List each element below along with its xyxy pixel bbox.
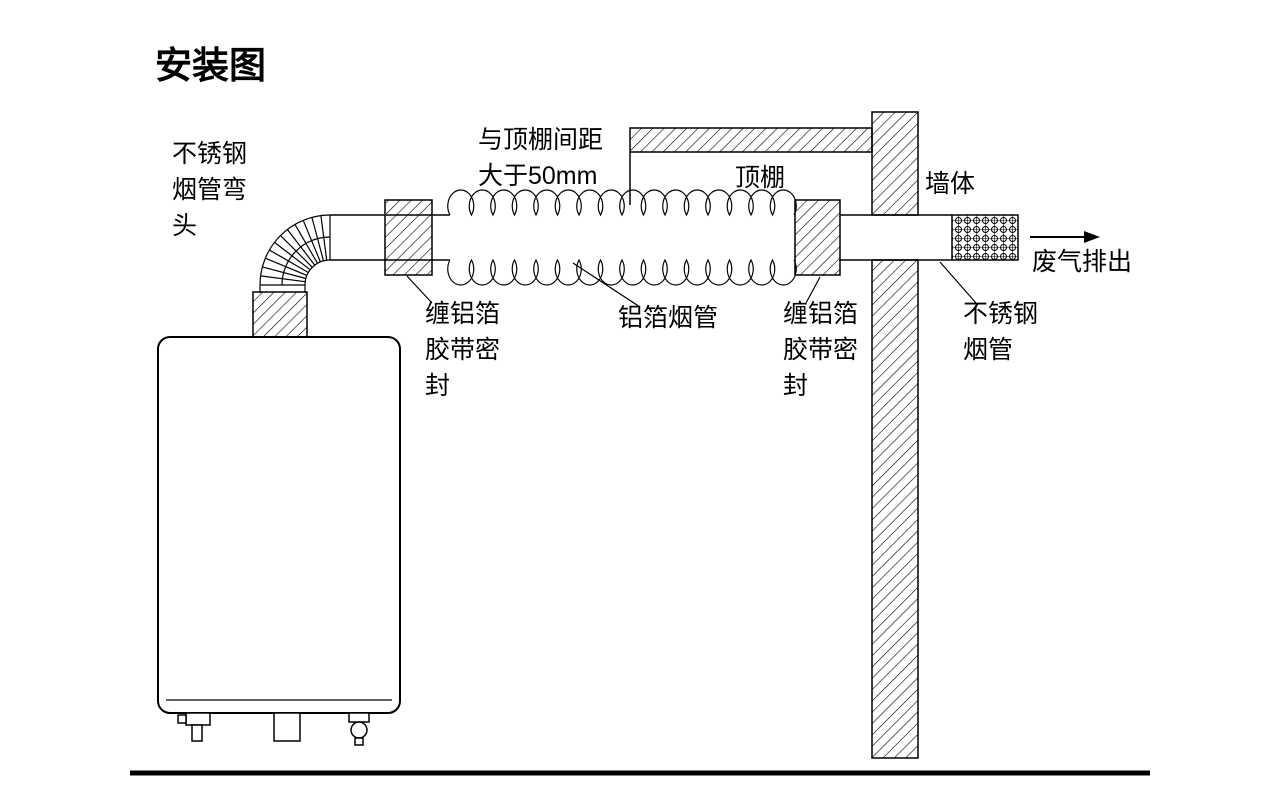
leader-tape-left (406, 275, 433, 304)
page-title: 安装图 (155, 45, 266, 86)
label-foil-pipe: 铝箔烟管 (618, 304, 718, 332)
stainless-elbow (259, 214, 331, 293)
label-elbow-line3: 头 (172, 212, 197, 240)
leader-steel-pipe (939, 261, 977, 304)
label-tape-right-line1: 缠铝箔 (783, 300, 858, 328)
label-tape-right-line3: 封 (783, 372, 808, 400)
heater-valve-left (177, 712, 211, 742)
ceiling-structure (629, 127, 873, 205)
label-tape-left-line1: 缠铝箔 (425, 300, 500, 328)
label-tape-left-line3: 封 (425, 372, 450, 400)
label-ceiling-gap-line1: 与顶棚间距 (478, 126, 603, 154)
label-elbow-line1: 不锈钢 (172, 140, 247, 168)
heater-valve-right (348, 712, 370, 746)
label-tape-right-line2: 胶带密 (783, 336, 858, 364)
leader-foil-pipe (572, 262, 641, 308)
foil-tape-wrap-right (794, 199, 841, 276)
exhaust-arrow-icon (1030, 231, 1100, 243)
labels: 不锈钢 烟管弯 头 与顶棚间距 大于50mm 顶棚 墙体 废气排出 缠铝箔 胶带… (172, 126, 1132, 400)
pipe-through-wall (840, 214, 952, 261)
label-ceiling-gap-line2: 大于50mm (478, 162, 597, 190)
heater-flue-collar (252, 291, 308, 338)
label-wall: 墙体 (925, 170, 975, 198)
leader-tape-right (805, 276, 821, 304)
exhaust-grille (951, 214, 1019, 261)
label-steel-pipe-line1: 不锈钢 (963, 300, 1038, 328)
label-exhaust: 废气排出 (1032, 248, 1132, 276)
foil-flex-pipe (447, 189, 797, 286)
leader-lines (406, 261, 977, 308)
heater-pipe-stub (273, 712, 301, 742)
label-steel-pipe-line2: 烟管 (963, 336, 1013, 364)
label-elbow-line2: 烟管弯 (172, 176, 247, 204)
foil-tape-wrap-left (384, 199, 433, 276)
water-heater (157, 336, 401, 746)
wall-structure (871, 111, 919, 759)
label-tape-left-line2: 胶带密 (425, 336, 500, 364)
label-ceiling: 顶棚 (735, 164, 785, 192)
